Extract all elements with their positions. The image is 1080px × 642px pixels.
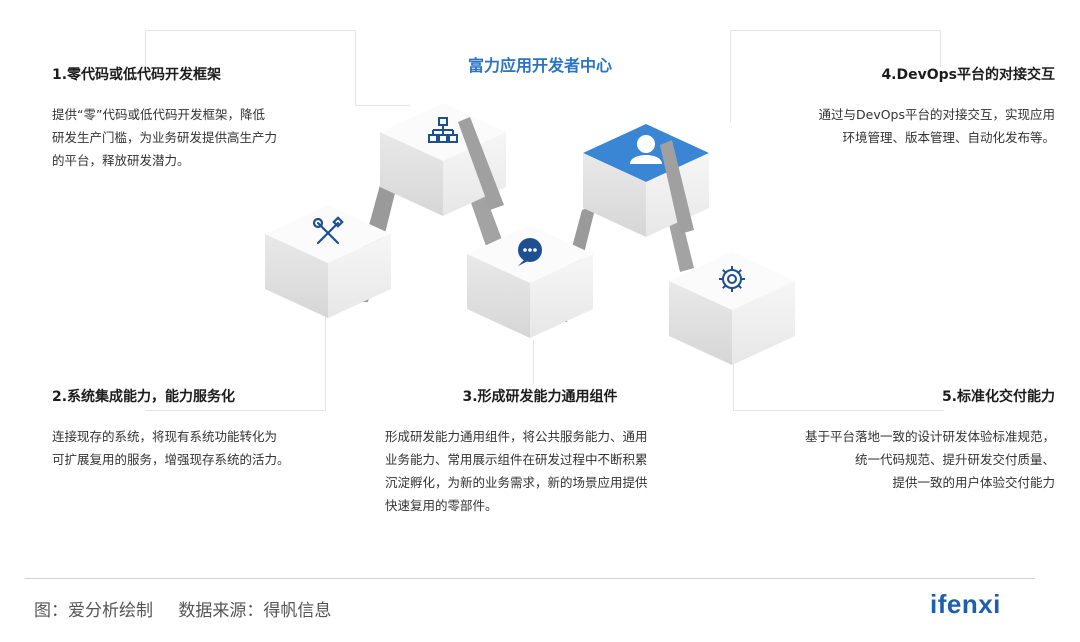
block-gear [669, 252, 795, 365]
block-2-desc: 连接现存的系统，将现有系统功能转化为 可扩展复用的服务，增强现存系统的活力。 [52, 425, 290, 471]
block-1-desc-line: 提供“零”代码或低代码开发框架，降低 [52, 107, 265, 122]
guide-line-2 [145, 310, 326, 411]
guide-line-1c [355, 105, 410, 106]
block-tools [265, 205, 391, 318]
footer-source: 图：爱分析绘制 数据来源：得帆信息 [34, 596, 351, 621]
block-4-title: 4.DevOps平台的对接交互 [881, 67, 1055, 83]
chat-icon [518, 238, 542, 266]
block-3-desc-line: 业务能力、常用展示组件在研发过程中不断积累 [385, 452, 648, 467]
guide-line-5 [733, 360, 944, 411]
tools-icon [312, 216, 344, 245]
user-icon [630, 135, 662, 164]
block-4-desc-line: 通过与DevOps平台的对接交互，实现应用 [818, 107, 1056, 122]
block-1-desc-line: 的平台，释放研发潜力。 [52, 153, 190, 168]
block-5-desc-line: 提供一致的用户体验交付能力 [892, 475, 1055, 490]
block-2-desc-line: 连接现存的系统，将现有系统功能转化为 [52, 429, 278, 444]
block-5-desc-line: 统一代码规范、提升研发交付质量、 [854, 452, 1055, 467]
footer-divider [25, 578, 1035, 579]
guide-line-1b [355, 30, 356, 105]
block-3-desc-line: 形成研发能力通用组件，将公共服务能力、通用 [385, 429, 648, 444]
block-1-title: 1.零代码或低代码开发框架 [52, 67, 222, 83]
block-2-title: 2.系统集成能力，能力服务化 [52, 389, 236, 405]
block-1-desc-line: 研发生产门槛，为业务研发提供高生产力 [52, 130, 278, 145]
guide-line-3 [533, 340, 534, 384]
diagram-title: 富力应用开发者中心 [467, 56, 612, 75]
gear-icon [719, 266, 745, 292]
block-3-desc-line: 快速复用的零部件。 [385, 498, 498, 513]
guide-line-4b [730, 30, 731, 122]
org-chart-icon [428, 117, 458, 143]
block-5-desc: 基于平台落地一致的设计研发体验标准规范， 统一代码规范、提升研发交付质量、 提供… [805, 425, 1055, 494]
block-3-desc: 形成研发能力通用组件，将公共服务能力、通用 业务能力、常用展示组件在研发过程中不… [385, 425, 648, 517]
block-4-desc: 通过与DevOps平台的对接交互，实现应用 环境管理、版本管理、自动化发布等。 [819, 103, 1056, 149]
block-5-title: 5.标准化交付能力 [941, 389, 1055, 405]
block-2-desc-line: 可扩展复用的服务，增强现存系统的活力。 [52, 452, 290, 467]
ifenxi-logo: ifenxi [930, 589, 1001, 619]
block-3-desc-line: 沉淀孵化，为新的业务需求，新的场景应用提供 [385, 475, 648, 490]
block-3-title: 3.形成研发能力通用组件 [462, 389, 618, 405]
footer-source-left: 图：爱分析绘制 [34, 601, 153, 621]
block-1-desc: 提供“零”代码或低代码开发框架，降低 研发生产门槛，为业务研发提供高生产力 的平… [52, 103, 277, 172]
block-org [380, 103, 506, 216]
block-5-desc-line: 基于平台落地一致的设计研发体验标准规范， [804, 429, 1055, 444]
block-4-desc-line: 环境管理、版本管理、自动化发布等。 [842, 130, 1055, 145]
guide-line-1 [145, 30, 356, 67]
guide-line-4 [730, 30, 941, 67]
footer-source-right: 数据来源：得帆信息 [178, 601, 332, 621]
